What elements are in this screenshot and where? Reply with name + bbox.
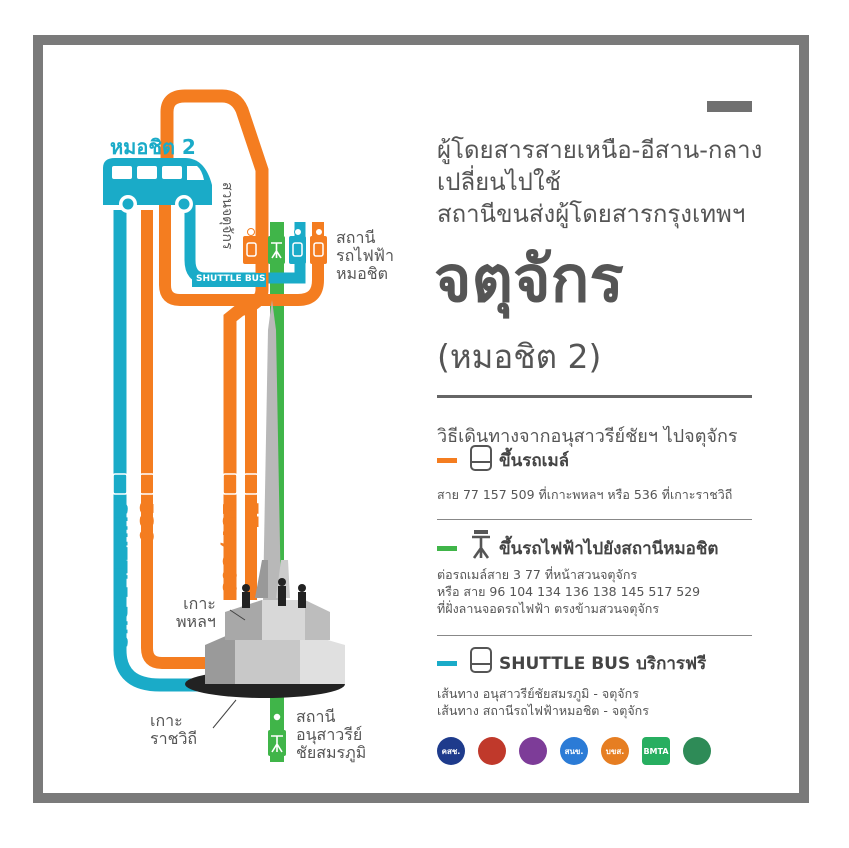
van-label: หมอชิต 2 bbox=[110, 135, 196, 159]
header-title: ผู้โดยสารสายเหนือ-อีสาน-กลาง เปลี่ยนไปใช… bbox=[437, 136, 763, 228]
route-536-line bbox=[141, 210, 205, 669]
shuttle-route-line bbox=[113, 210, 205, 692]
road-label: สวนจตุจักร bbox=[219, 182, 235, 250]
station-icons bbox=[243, 228, 327, 264]
logo-bma bbox=[683, 737, 711, 765]
decorative-bar bbox=[707, 101, 752, 112]
bts-train-icon bbox=[271, 735, 283, 753]
island-phahon-label: เกาะ พหลฯ bbox=[176, 594, 216, 631]
route-shuttle-label: SHUTTLE BUS bbox=[109, 502, 131, 649]
legend-bus-icon bbox=[470, 445, 492, 471]
section-bts-text: ต่อรถเมล์สาย 3 77 ที่หน้าสวนจตุจักร หรือ… bbox=[437, 567, 701, 616]
logo-ksc: คสช. bbox=[437, 737, 465, 765]
route-77-label: 77 bbox=[240, 502, 262, 529]
section-bus-text: สาย 77 157 509 ที่เกาะพหลฯ หรือ 536 ที่เ… bbox=[437, 487, 733, 502]
section-shuttle: SHUTTLE BUS บริการฟรี bbox=[437, 650, 706, 677]
logo-bmta: BMTA bbox=[642, 737, 670, 765]
island-ratchawithi-label: เกาะ ราชวิถี bbox=[150, 711, 198, 748]
logo-otp: สนข. bbox=[560, 737, 588, 765]
legend-shuttle-icon bbox=[470, 647, 492, 673]
route-bus-icons bbox=[112, 473, 259, 495]
route-536-label: 536 bbox=[135, 502, 157, 542]
logo-emblem bbox=[519, 737, 547, 765]
station-top-label: สถานี รถไฟฟ้า หมอชิต bbox=[336, 228, 394, 283]
callout-ratchawithi bbox=[212, 699, 237, 729]
van-icon bbox=[103, 158, 212, 213]
callout-phahon bbox=[229, 609, 246, 621]
shuttle-badge-bg bbox=[192, 273, 266, 287]
section-bus: ขึ้นรถเมล์ bbox=[437, 447, 569, 474]
divider bbox=[437, 395, 752, 398]
route-77-loop bbox=[159, 200, 324, 306]
destination-subtitle: (หมอชิต 2) bbox=[437, 337, 602, 376]
station-bottom-label: สถานี อนุสาวรีย์ ชัยสมรภูมิ bbox=[296, 707, 367, 762]
divider bbox=[437, 635, 752, 636]
shuttle-badge: SHUTTLE BUS bbox=[196, 274, 266, 284]
destination-title: จตุจักร bbox=[434, 243, 624, 317]
route-157-509-label: 157, 509 bbox=[218, 502, 240, 596]
logo-ministry bbox=[478, 737, 506, 765]
section-shuttle-text: เส้นทาง อนุสาวรีย์ชัยสมรภูมิ - จตุจักร เ… bbox=[437, 686, 649, 718]
legend-bts-icon bbox=[472, 530, 490, 559]
divider bbox=[437, 519, 752, 520]
howto-heading: วิธีเดินทางจากอนุสาวรีย์ชัยฯ ไปจตุจักร bbox=[437, 426, 738, 447]
section-bts: ขึ้นรถไฟฟ้าไปยังสถานีหมอชิต bbox=[437, 535, 718, 562]
agency-logos: คสช. สนข. บขส. BMTA bbox=[437, 737, 711, 765]
logo-bks: บขส. bbox=[601, 737, 629, 765]
monument-icon bbox=[185, 300, 345, 698]
